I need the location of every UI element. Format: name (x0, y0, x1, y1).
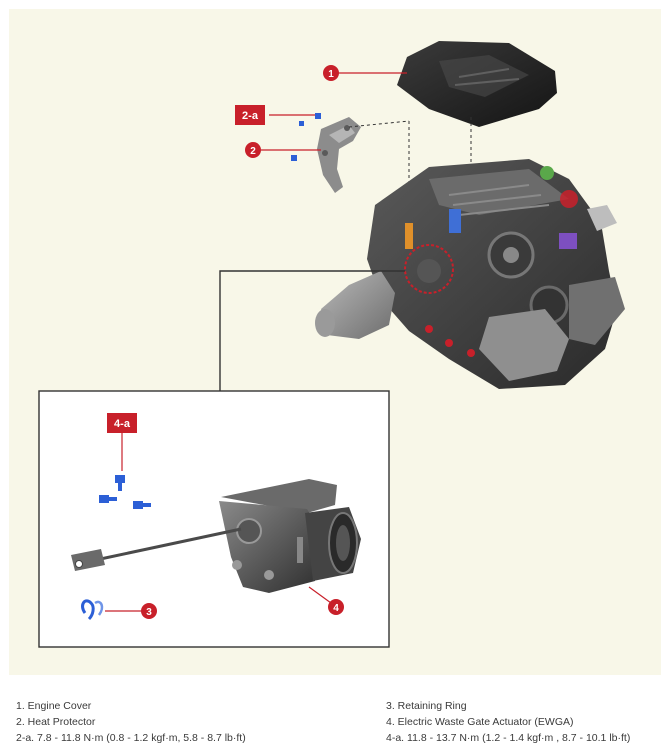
legend-item-engine-cover: 1. Engine Cover (16, 700, 92, 712)
legend-item-heat-protector: 2. Heat Protector (16, 716, 96, 728)
legend-item-ewga-torque: 4-a. 11.8 - 13.7 N·m (1.2 - 1.4 kgf·m , … (386, 732, 631, 744)
callout-2a: 2-a (235, 105, 265, 125)
callout-4a: 4-a (107, 413, 137, 433)
svg-text:4: 4 (333, 603, 339, 614)
heat-protector (317, 117, 361, 193)
retaining-ring (81, 599, 104, 621)
svg-text:3: 3 (146, 607, 152, 618)
ewga-location-highlight (404, 244, 454, 294)
engine-cover (397, 41, 557, 127)
callout-2: 2 (245, 142, 261, 158)
legend-item-ewga: 4. Electric Waste Gate Actuator (EWGA) (386, 716, 574, 728)
svg-text:1: 1 (328, 69, 334, 80)
engine-diagram: 1 2-a 2 4-a 3 4 (38, 41, 625, 648)
assembly-guide-lines (348, 117, 472, 241)
engine-assembly (367, 159, 625, 389)
callout-1: 1 (323, 65, 339, 81)
callout-4: 4 (328, 599, 344, 615)
catalytic-converter (315, 271, 395, 339)
legend-item-heat-protector-torque: 2-a. 7.8 - 11.8 N·m (0.8 - 1.2 kgf·m, 5.… (16, 732, 246, 744)
detail-leader-line (219, 270, 405, 391)
legend-item-retaining-ring: 3. Retaining Ring (386, 700, 467, 712)
svg-text:4-a: 4-a (114, 418, 131, 430)
legend-left: 1. Engine Cover 2. Heat Protector 2-a. 7… (16, 698, 246, 746)
ewga-bolt (99, 475, 151, 509)
ewga-actuator (219, 479, 361, 593)
heat-protector-bolt (291, 113, 321, 161)
callout-3: 3 (141, 603, 157, 619)
svg-text:2: 2 (250, 146, 256, 157)
legend-right: 3. Retaining Ring 4. Electric Waste Gate… (386, 698, 630, 746)
svg-text:2-a: 2-a (242, 110, 259, 122)
ewga-rod (71, 527, 242, 571)
callout-leader-lines (105, 72, 407, 612)
exploded-view-figure: 1 2-a 2 4-a 3 4 (9, 9, 661, 675)
